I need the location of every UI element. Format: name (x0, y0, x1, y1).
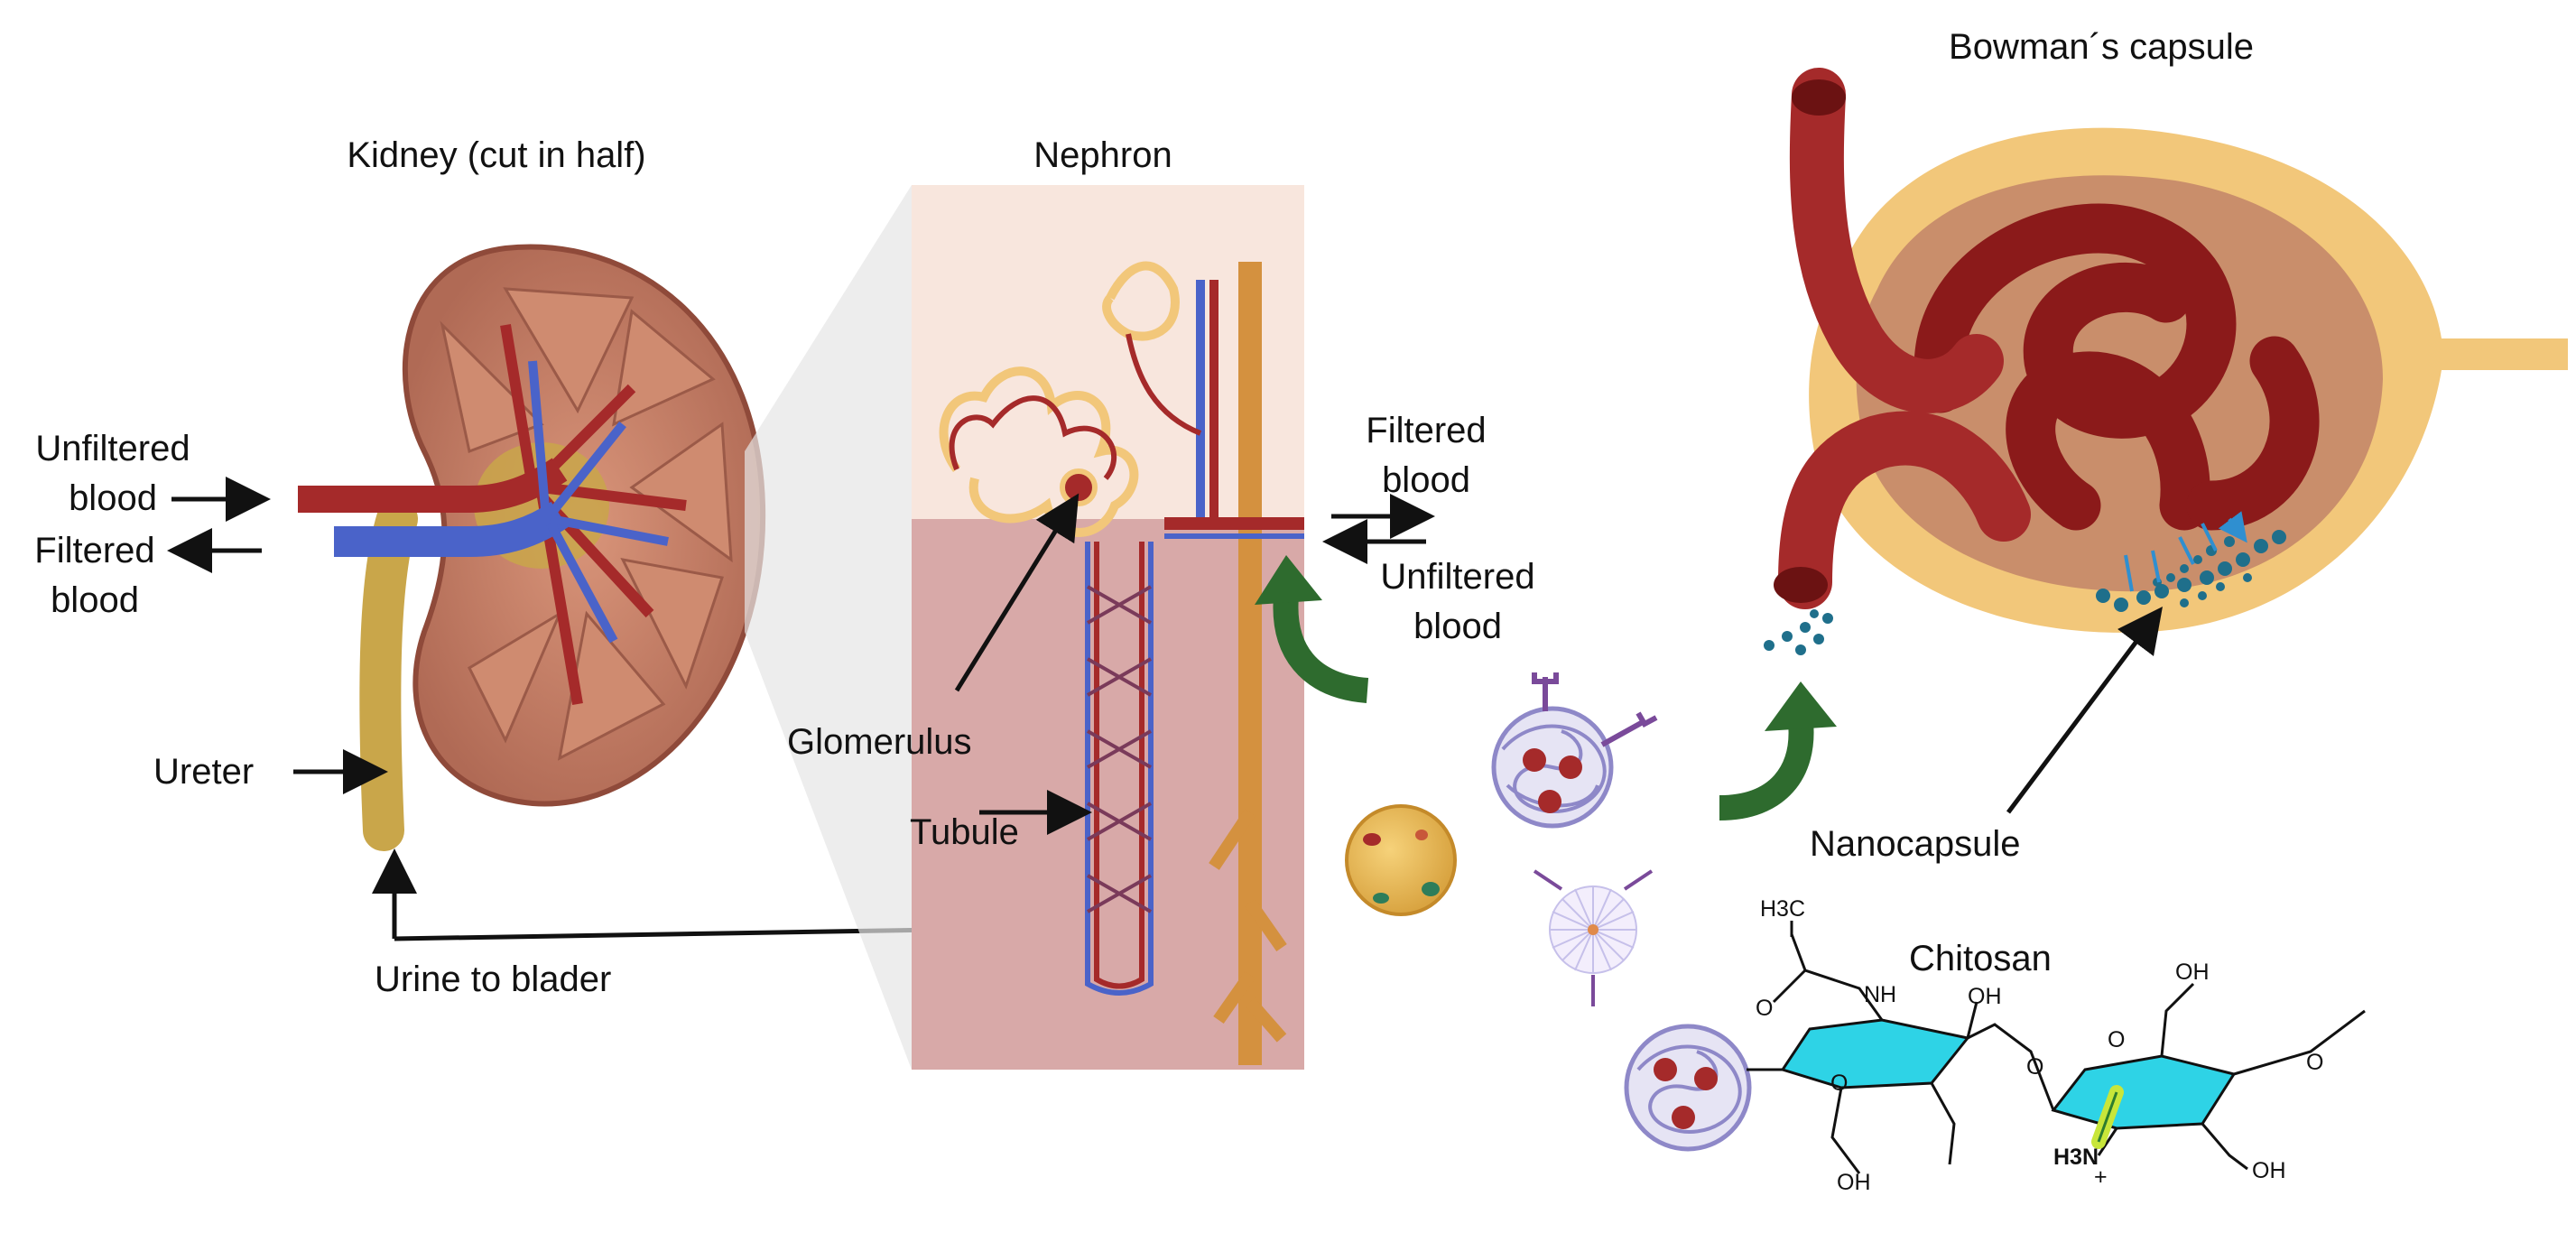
unfiltered-blood-label-left-2: blood (69, 478, 157, 518)
chem-o-carbonyl: O (1756, 996, 1773, 1021)
bowman-capsule-illustration (1764, 68, 2568, 655)
kidney-illustration (298, 244, 766, 851)
urine-to-bladder-label: Urine to blader (375, 960, 611, 999)
filtered-blood-label-left-2: blood (51, 580, 139, 620)
kidney-title: Kidney (cut in half) (347, 135, 645, 175)
chem-oh-3: OH (2175, 960, 2210, 985)
chem-oh-1: OH (1968, 984, 2002, 1009)
glomerulus-arrow (954, 493, 1080, 692)
nanocapsule-arrow (2006, 607, 2163, 814)
filtered-blood-label-right-2: blood (1382, 460, 1470, 500)
zoom-wedge (745, 185, 912, 1070)
unfiltered-blood-label-left-1: Unfiltered (35, 429, 190, 468)
nanocapsule-label: Nanocapsule (1810, 824, 2021, 864)
filtered-blood-label-left-1: Filtered (34, 531, 154, 570)
filtered-blood-label-right-1: Filtered (1366, 411, 1486, 450)
bowman-capsule-title: Bowman´s capsule (1949, 27, 2254, 67)
chem-o-ring-1: O (1830, 1071, 1848, 1096)
nephron-title: Nephron (1033, 135, 1172, 175)
chem-h3n: H3N (2053, 1145, 2099, 1170)
chem-o-end: O (2306, 1050, 2323, 1075)
green-arrow-2 (1719, 681, 1837, 820)
unfiltered-blood-label-right-1: Unfiltered (1380, 557, 1534, 597)
unfiltered-blood-label-right-2: blood (1413, 607, 1502, 646)
tubule-label: Tubule (910, 812, 1019, 852)
chem-o-ring-2: O (2108, 1027, 2125, 1052)
nephron-illustration (912, 185, 1304, 1070)
chitosan-structure (1624, 921, 2366, 1174)
chem-h3c: H3C (1760, 896, 1805, 922)
chitosan-title: Chitosan (1909, 939, 2052, 978)
polymer-nanocapsule-icon (1491, 672, 1658, 829)
green-arrow-1 (1255, 555, 1369, 703)
liposome-icon (1345, 804, 1457, 916)
chem-oh-4: OH (2252, 1158, 2286, 1183)
ureter-label: Ureter (153, 752, 254, 792)
chem-plus: + (2094, 1164, 2108, 1190)
chem-o-link: O (2026, 1054, 2043, 1080)
micelle-icon (1533, 869, 1654, 1006)
glomerulus-label: Glomerulus (787, 722, 972, 762)
chem-nh: NH (1864, 982, 1896, 1007)
chem-oh-2: OH (1837, 1170, 1871, 1195)
